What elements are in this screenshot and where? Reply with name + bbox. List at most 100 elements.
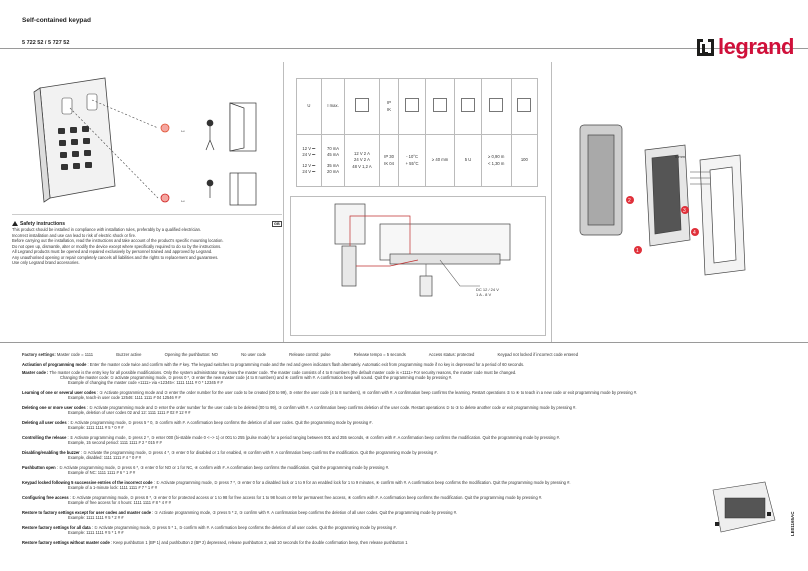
legrand-mark-icon <box>697 38 715 56</box>
factory-item: Opening the pushbutton: NO <box>164 352 218 357</box>
spec-depth-value: ≥ 40 mm <box>424 134 456 187</box>
cable-icon-cell <box>480 78 512 135</box>
instruction-example: Example, deletion of user codes 02 and 1… <box>68 410 191 415</box>
safety-line: Do not open up, dismantle, alter or modi… <box>12 243 222 249</box>
instruction-example: Example of a 1-minute lock: 1111 1111 # … <box>68 485 157 490</box>
svg-text:↔: ↔ <box>180 128 186 134</box>
spec-users-value: 100 <box>510 134 539 187</box>
keypad-body <box>33 77 116 203</box>
instructions-divider <box>0 342 808 343</box>
instruction-line: Master code : The master code is the ent… <box>22 370 517 375</box>
svg-text:1: 1 <box>636 248 639 254</box>
instruction-example: Example of NC: 1111 1111 # 6 * 1 # # <box>68 470 136 475</box>
safety-line: Incorrect installation and use can lead … <box>12 232 137 238</box>
document-code: LE01165AC <box>790 511 795 536</box>
safety-line: This product should be installed in comp… <box>12 227 202 232</box>
document-title: Self-contained keypad <box>22 17 91 24</box>
factory-settings: Factory settings: Master code = 1111 Buz… <box>22 352 600 357</box>
factory-item: Release control: pulse <box>289 352 331 357</box>
instruction-line: Deleting all user codes : ① Activate pro… <box>22 420 373 425</box>
electric-strike-icon <box>341 245 357 287</box>
header-divider <box>0 48 808 49</box>
instruction-example: Example, disabled: 1111 1111 # 4 * 0 # # <box>68 455 142 460</box>
instruction-example: Example: 1111 1111 # 5 * 2 # # <box>68 515 124 520</box>
instruction-line: Controlling the release : ① Activate pro… <box>22 435 561 440</box>
spec-cable-values: ≥ 0,90 m< 1,30 m <box>480 134 512 187</box>
brand-logo: legrand <box>697 34 794 60</box>
instruction-example: Example: 1111 1111 # 5 * 0 # # <box>68 425 124 430</box>
spec-header-imax: I max. <box>320 78 346 135</box>
factory-item: Access status: protected <box>428 352 475 357</box>
factory-item: Buzzer active <box>116 352 142 357</box>
module-icon-cell <box>454 78 482 135</box>
instruction-line: Learning of one or several user codes : … <box>22 390 638 395</box>
instruction-line: Changing the master code: ① activate pro… <box>60 375 453 380</box>
safety-line: Any unauthorised opening or repair compl… <box>12 254 219 260</box>
svg-text:2: 2 <box>628 198 631 204</box>
brand-name: legrand <box>718 34 794 59</box>
instruction-line: Disabling/enabling the buzzer : ① Activa… <box>22 450 438 455</box>
green-led-icon <box>160 123 170 133</box>
instruction-line: Restore to factory settings except for u… <box>22 510 458 515</box>
safety-line: Use only Legrand brand accessories. <box>12 260 80 265</box>
users-icon <box>517 98 532 113</box>
wiring-diagram: DC 12 / 24 V 1 A - 8 V <box>334 203 511 297</box>
wiring-label-current: 1 A - 8 V <box>476 292 491 297</box>
wiring-label-power: DC 12 / 24 V <box>476 287 499 292</box>
instruction-line: Restore factory settings for all data : … <box>22 525 397 530</box>
thermometer-icon-cell <box>398 78 426 135</box>
cable-length-icon <box>489 98 504 113</box>
red-led-icon <box>160 193 170 203</box>
instruction-line: Configuring free access : ① Activate pro… <box>22 495 543 500</box>
svg-text:4: 4 <box>693 230 696 236</box>
open-door-icon <box>205 102 257 152</box>
spec-header-u: U <box>296 78 322 135</box>
language-badge: GB <box>272 221 282 227</box>
instruction-example: Example: 1111 1111 # 5 * 1 # # <box>68 530 124 535</box>
module-icon <box>461 98 476 113</box>
safety-heading: Safety instructions <box>12 221 65 227</box>
warning-icon <box>12 221 18 226</box>
pushbutton-illustration <box>712 481 776 533</box>
instruction-example: Example, 15 second period: 1111 1111 # 2… <box>68 440 162 445</box>
instruction-example: Example of changing the master code «111… <box>68 380 223 385</box>
box-icon-cell <box>424 78 456 135</box>
instruction-line: Activation of programming mode : Enter t… <box>22 362 525 367</box>
instruction-line: Pushbutton open : ① Activate programming… <box>22 465 390 470</box>
safety-line: Before carrying out the installation, re… <box>12 238 224 243</box>
factory-item: No user code <box>241 352 266 357</box>
users-icon-cell <box>510 78 539 135</box>
spec-temp-values: - 10°C+ 55°C <box>398 134 426 187</box>
instruction-line: Deleting one or more user codes : ① Acti… <box>22 405 577 410</box>
svg-text:3: 3 <box>683 208 686 214</box>
spec-u-values: 12 V ⎓24 V ⎓12 V ⎓24 V ⎓ <box>296 134 322 187</box>
instruction-line: Keypad locked following 5 successive ent… <box>22 480 571 485</box>
closed-door-icon <box>206 172 257 206</box>
spec-module-value: 5 U <box>454 134 482 187</box>
wiring-diagram-frame <box>290 196 546 336</box>
instruction-example: Example of free access for 4 hours: 1111… <box>68 500 171 505</box>
svg-text:↔: ↔ <box>180 198 186 204</box>
safety-line: All Legrand products must be opened and … <box>12 249 213 254</box>
product-reference: 5 722 52 / 5 727 52 <box>22 40 70 46</box>
factory-item: Release tempo = 5 seconds <box>353 352 406 357</box>
power-supply-icon <box>419 275 433 297</box>
panel-divider-right <box>551 62 552 342</box>
relay-icon-cell <box>344 78 380 135</box>
mounting-step-markers: 1 2 3 4 <box>626 196 699 254</box>
safety-divider <box>12 214 282 215</box>
instruction-line: Restore factory settings without master … <box>22 540 408 545</box>
panel-divider-left <box>283 62 284 342</box>
keypad-illustration: ↔ ↔ <box>33 77 257 206</box>
flush-box-icon <box>433 98 448 113</box>
factory-item: Master code = 1111 <box>56 352 94 357</box>
factory-settings-label: Factory settings: <box>22 352 56 357</box>
mounting-illustration: 6 mm 1 2 3 4 <box>579 124 746 276</box>
thermometer-icon <box>405 98 420 113</box>
instruction-example: Example, teach-in user code 12546: 1111 … <box>68 395 181 400</box>
